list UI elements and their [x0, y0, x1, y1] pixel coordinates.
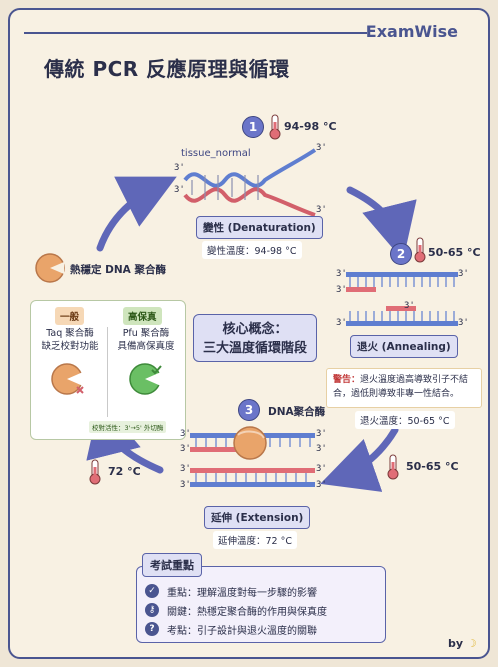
stage-annealing: 退火 (Annealing) — [350, 335, 458, 358]
prime-label: 3' — [316, 444, 327, 454]
key-point-2: 關鍵：熱穩定聚合酶的作用與保真度 — [167, 607, 327, 618]
thermometer-icon — [89, 114, 426, 485]
prime-label: 3' — [458, 269, 469, 279]
cycle-diagram — [35, 114, 458, 492]
header-rule — [24, 32, 367, 34]
warning-label: 警告： — [333, 375, 361, 385]
prime-label: 3' — [316, 480, 327, 490]
taq-desc: 缺乏校對功能 — [41, 341, 99, 352]
prime-label: 3' — [174, 163, 185, 173]
brand-logo: ExamWise — [365, 22, 458, 41]
prime-label: 3' — [316, 464, 327, 474]
extension-side-temp: 72 °C — [108, 465, 141, 478]
arrow-denat-to-anneal — [346, 186, 417, 261]
denatured-dna — [183, 148, 317, 217]
check-icon: ✓ — [145, 584, 159, 598]
key-points-box: ✓ 重點：理解溫度對每一步驟的影響 ⚷ 關鍵：熱穩定聚合酶的作用與保真度 ? 考… — [136, 566, 386, 643]
pfu-desc: 具備高保真度 — [117, 341, 175, 352]
dna-label: tissue_normal — [181, 148, 251, 159]
pfu-name: Pfu 聚合酶 — [122, 328, 170, 339]
taq-icon — [51, 363, 84, 395]
question-icon: ? — [145, 622, 159, 636]
normal-head: 一般 — [55, 307, 85, 325]
taq-name: Taq 聚合酶 — [46, 328, 94, 339]
key-point-1: 重點：理解溫度對每一步驟的影響 — [167, 588, 317, 599]
prime-label: 3' — [180, 480, 191, 490]
annealing-temp-note: 退火溫度：50-65 °C — [355, 411, 455, 429]
denaturation-temp-note: 變性溫度：94-98 °C — [202, 241, 302, 259]
core-concept: 核心概念： 三大溫度循環階段 — [193, 314, 317, 362]
polymerase-label: DNA聚合酶 — [268, 406, 326, 418]
step-3-badge: 3 — [238, 399, 260, 421]
step-2-temp: 50-65 °C — [428, 246, 481, 259]
key-point-3: 考點：引子設計與退火溫度的關聯 — [167, 626, 317, 637]
prime-label: 3' — [180, 464, 191, 474]
key-points-title: 考試重點 — [142, 553, 202, 577]
enzyme-icon — [35, 253, 65, 283]
prime-label: 3' — [180, 429, 191, 439]
pfu-icon — [129, 363, 162, 395]
prime-label: 3' — [336, 318, 347, 328]
stage-extension: 延伸 (Extension) — [204, 506, 311, 529]
proofreading-note: 校對活性：3'→5' 外切酶 — [89, 421, 167, 433]
extension-temp-note: 延伸溫度：72 °C — [213, 531, 297, 549]
prime-label: 3' — [336, 269, 347, 279]
arrow-to-denat — [96, 176, 177, 252]
prime-label: 3' — [180, 444, 191, 454]
key-icon: ⚷ — [145, 603, 159, 617]
annealing-strands — [346, 272, 458, 326]
core-line-1: 核心概念： — [222, 322, 288, 337]
prime-label: 3' — [458, 318, 469, 328]
polymerase-blob — [233, 426, 267, 460]
byline-text: by — [448, 637, 464, 650]
enzyme-comparison: 一般 高保真 Taq 聚合酶 缺乏校對功能 Pfu 聚合酶 具備高保真度 校對活… — [30, 300, 186, 440]
prime-label: 3' — [336, 285, 347, 295]
column-divider — [107, 327, 108, 417]
prime-label: 3' — [316, 143, 327, 153]
step-1-temp: 94-98 °C — [284, 120, 337, 133]
page-title: 傳統 PCR 反應原理與循環 — [44, 57, 290, 81]
prime-label: 3' — [316, 205, 327, 215]
byline: by ☽ — [448, 637, 477, 650]
warning-text: 退火溫度過高導致引子不結合，過低則導致非專一性結合。 — [333, 375, 469, 399]
enzyme-title: 熱穩定 DNA 聚合酶 — [70, 264, 166, 276]
pcr-card: ExamWise 傳統 PCR 反應原理與循環 — [8, 8, 490, 659]
step-2-badge: 2 — [390, 243, 412, 265]
prime-label: 3' — [174, 185, 185, 195]
step-1-badge: 1 — [242, 116, 264, 138]
prime-label: 3' — [404, 301, 415, 311]
banana-icon: ☽ — [466, 637, 477, 650]
stage-denaturation: 變性 (Denaturation) — [196, 216, 323, 239]
prime-label: 3' — [316, 429, 327, 439]
core-line-2: 三大溫度循環階段 — [202, 341, 307, 356]
arrow-anneal-to-extend — [320, 426, 399, 492]
hifi-head: 高保真 — [123, 307, 162, 325]
annealing-warning: 警告：退火溫度過高導致引子不結合，過低則導致非專一性結合。 — [326, 368, 482, 408]
annealing-side-temp: 50-65 °C — [406, 460, 459, 473]
extension-strands — [190, 426, 315, 487]
